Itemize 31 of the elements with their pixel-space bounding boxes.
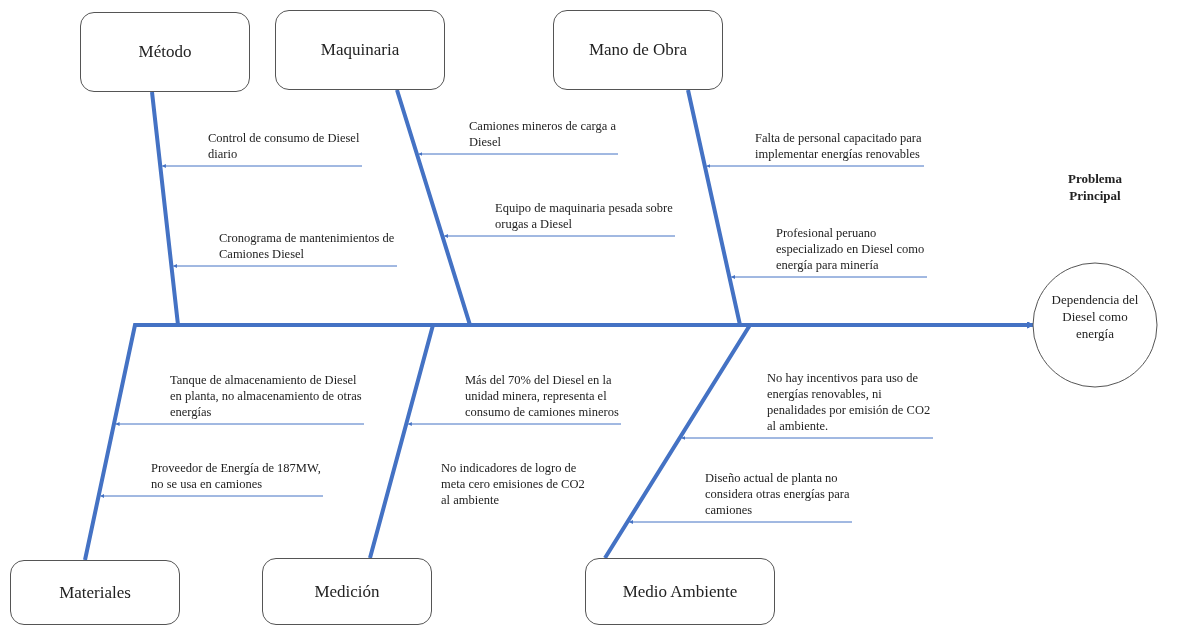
category-box: Medición	[262, 558, 432, 625]
category-box: Materiales	[10, 560, 180, 625]
cause-arrow	[706, 164, 925, 168]
cause-text: Profesional peruano especializado en Diesel como energía para minería	[776, 225, 927, 274]
cause-arrow	[161, 164, 363, 168]
cause-arrow	[628, 520, 853, 524]
cause-arrow	[730, 275, 928, 279]
cause-arrow	[681, 436, 934, 440]
problem-text: Dependencia del Diesel como energía	[1050, 291, 1140, 342]
cause-arrow	[418, 152, 619, 156]
cause-text: No indicadores de logro de meta cero emisiones de CO2 al ambiente	[441, 460, 587, 509]
cause-text: Camiones mineros de carga a Diesel	[469, 118, 618, 151]
category-box: Medio Ambiente	[585, 558, 775, 625]
category-box: Método	[80, 12, 250, 92]
cause-text: Falta de personal capacitado para implementar energías renovables	[755, 130, 924, 163]
category-box: Maquinaria	[275, 10, 445, 90]
cause-text: Control de consumo de Diesel diario	[208, 130, 362, 163]
cause-text: Equipo de maquinaria pesada sobre orugas a Diesel	[495, 200, 675, 233]
cause-text: Cronograma de mantenimientos de Camiones Diesel	[219, 230, 397, 263]
cause-text: No hay incentivos para uso de energías renovables, ni penalidades por emisión de CO2 al ambiente.	[767, 370, 933, 435]
category-box: Mano de Obra	[553, 10, 723, 90]
cause-arrow	[100, 494, 324, 498]
cause-arrow	[443, 234, 676, 238]
cause-text: Tanque de almacenamiento de Diesel en planta, no almacenamiento de otras energías	[170, 372, 364, 421]
cause-arrow	[407, 422, 622, 426]
cause-arrow	[172, 264, 398, 268]
cause-arrow	[115, 422, 365, 426]
cause-text: Diseño actual de planta no considera otras energías para camiones	[705, 470, 852, 519]
cause-text: Más del 70% del Diesel en la unidad minera, representa el consumo de camiones mineros	[465, 372, 621, 421]
cause-text: Proveedor de Energía de 187MW, no se usa en camiones	[151, 460, 323, 493]
problem-heading: Problema Principal	[1067, 170, 1123, 204]
